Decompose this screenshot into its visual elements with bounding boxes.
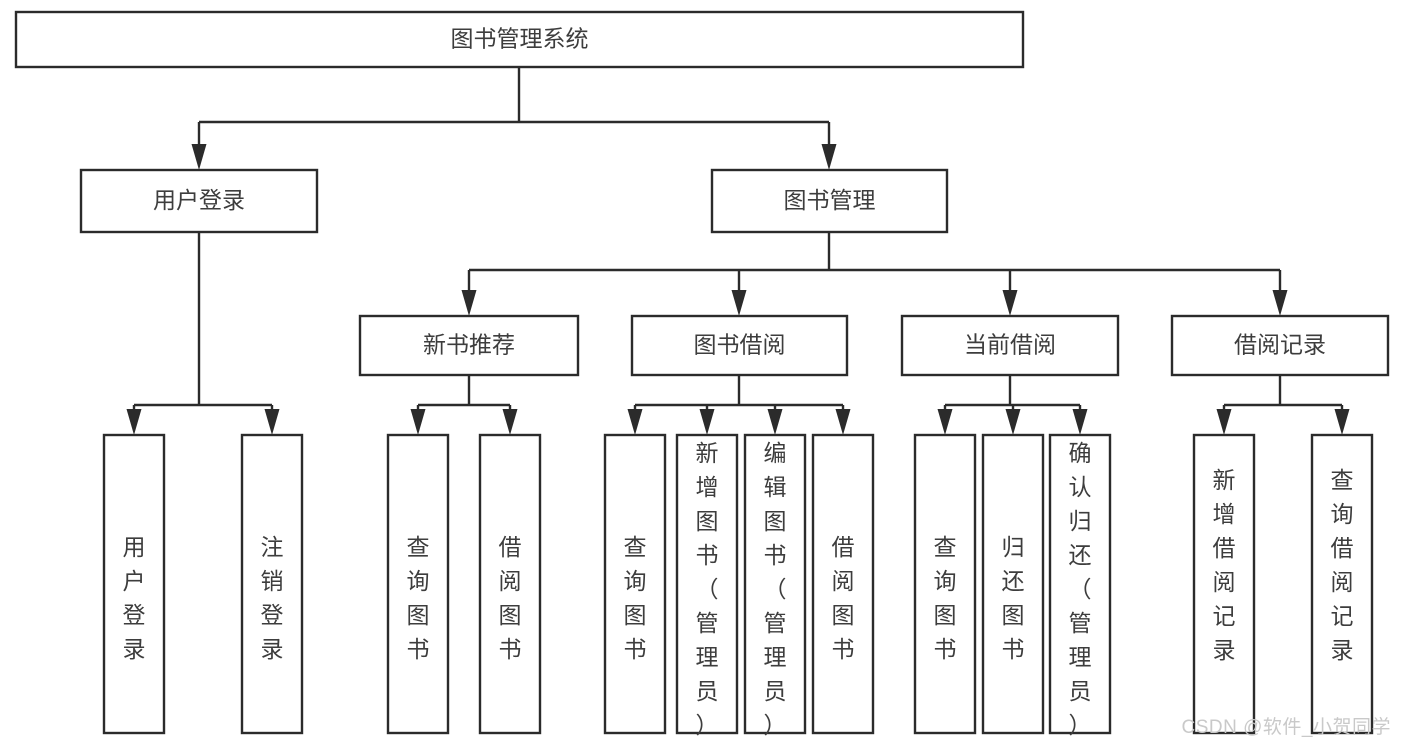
- node-leaf-0[interactable]: 用户登录: [102, 433, 166, 735]
- node-label: 借阅图书: [832, 534, 855, 662]
- arrow-head-icon: [1216, 409, 1232, 435]
- node-leaf-10[interactable]: 确认归还（管理员）: [1048, 433, 1112, 738]
- node-label: 图书管理系统: [451, 26, 589, 52]
- node-root-system[interactable]: 图书管理系统: [14, 10, 1025, 69]
- node-leaf-8[interactable]: 查询图书: [913, 433, 977, 735]
- connector-layer: [126, 67, 1350, 435]
- node-leaf-6[interactable]: 编辑图书（管理员）: [743, 433, 807, 738]
- node-box[interactable]: [710, 168, 949, 234]
- arrow-head-icon: [835, 409, 851, 435]
- node-box[interactable]: [743, 433, 807, 735]
- node-label: 查询图书: [624, 534, 647, 662]
- node-box[interactable]: [358, 314, 580, 377]
- node-leaf-1[interactable]: 注销登录: [240, 433, 304, 735]
- node-box[interactable]: [102, 433, 166, 735]
- node-level3-2[interactable]: 当前借阅: [900, 314, 1120, 377]
- node-level3-3[interactable]: 借阅记录: [1170, 314, 1390, 377]
- arrow-head-icon: [1002, 290, 1018, 316]
- arrow-head-icon: [937, 409, 953, 435]
- node-box[interactable]: [1310, 433, 1374, 735]
- node-box[interactable]: [630, 314, 849, 377]
- node-leaf-12[interactable]: 查询借阅记录: [1310, 433, 1374, 735]
- arrow-head-icon: [1072, 409, 1088, 435]
- node-label: 新增图书（管理员）: [696, 440, 719, 738]
- arrow-head-icon: [699, 409, 715, 435]
- node-label: 借阅记录: [1234, 332, 1326, 358]
- node-label: 图书借阅: [694, 332, 786, 358]
- node-box[interactable]: [79, 168, 319, 234]
- node-label: 注销登录: [261, 534, 284, 662]
- node-label: 新书推荐: [423, 332, 515, 358]
- node-box[interactable]: [14, 10, 1025, 69]
- node-level2-0[interactable]: 用户登录: [79, 168, 319, 234]
- node-label: 借阅图书: [499, 534, 522, 662]
- node-leaf-11[interactable]: 新增借阅记录: [1192, 433, 1256, 735]
- node-label: 确认归还（管理员）: [1069, 440, 1092, 738]
- node-box[interactable]: [811, 433, 875, 735]
- arrow-head-icon: [410, 409, 426, 435]
- node-label: 用户登录: [123, 534, 146, 662]
- arrow-head-icon: [1272, 290, 1288, 316]
- node-label: 查询图书: [934, 534, 957, 662]
- node-leaf-9[interactable]: 归还图书: [981, 433, 1045, 735]
- node-box[interactable]: [913, 433, 977, 735]
- node-box[interactable]: [240, 433, 304, 735]
- node-level2-1[interactable]: 图书管理: [710, 168, 949, 234]
- node-box[interactable]: [386, 433, 450, 735]
- arrow-head-icon: [264, 409, 280, 435]
- node-level3-0[interactable]: 新书推荐: [358, 314, 580, 377]
- node-box[interactable]: [478, 433, 542, 735]
- node-box[interactable]: [1048, 433, 1112, 735]
- node-box[interactable]: [675, 433, 739, 735]
- node-leaf-2[interactable]: 查询图书: [386, 433, 450, 735]
- node-leaf-3[interactable]: 借阅图书: [478, 433, 542, 735]
- csdn-watermark: CSDN @软件_小贺同学: [1181, 717, 1391, 738]
- node-box[interactable]: [1192, 433, 1256, 735]
- node-leaf-5[interactable]: 新增图书（管理员）: [675, 433, 739, 738]
- node-leaf-4[interactable]: 查询图书: [603, 433, 667, 735]
- arrow-head-icon: [731, 290, 747, 316]
- arrow-head-icon: [502, 409, 518, 435]
- node-label: 用户登录: [153, 187, 245, 213]
- arrow-head-icon: [1334, 409, 1350, 435]
- node-label: 查询借阅记录: [1331, 467, 1354, 663]
- arrow-head-icon: [767, 409, 783, 435]
- node-box[interactable]: [900, 314, 1120, 377]
- node-label: 当前借阅: [964, 332, 1056, 358]
- node-level3-1[interactable]: 图书借阅: [630, 314, 849, 377]
- arrow-head-icon: [1005, 409, 1021, 435]
- node-label: 图书管理: [784, 187, 876, 213]
- arrow-head-icon: [821, 144, 837, 170]
- node-label: 新增借阅记录: [1213, 467, 1236, 663]
- arrow-head-icon: [461, 290, 477, 316]
- node-layer: 图书管理系统用户登录图书管理新书推荐图书借阅当前借阅借阅记录用户登录注销登录查询…: [14, 10, 1390, 738]
- node-box[interactable]: [603, 433, 667, 735]
- node-box[interactable]: [981, 433, 1045, 735]
- arrow-head-icon: [126, 409, 142, 435]
- node-label: 查询图书: [407, 534, 430, 662]
- arrow-head-icon: [627, 409, 643, 435]
- arrow-head-icon: [191, 144, 207, 170]
- node-box[interactable]: [1170, 314, 1390, 377]
- node-label: 编辑图书（管理员）: [764, 440, 787, 738]
- node-leaf-7[interactable]: 借阅图书: [811, 433, 875, 735]
- node-label: 归还图书: [1002, 534, 1025, 662]
